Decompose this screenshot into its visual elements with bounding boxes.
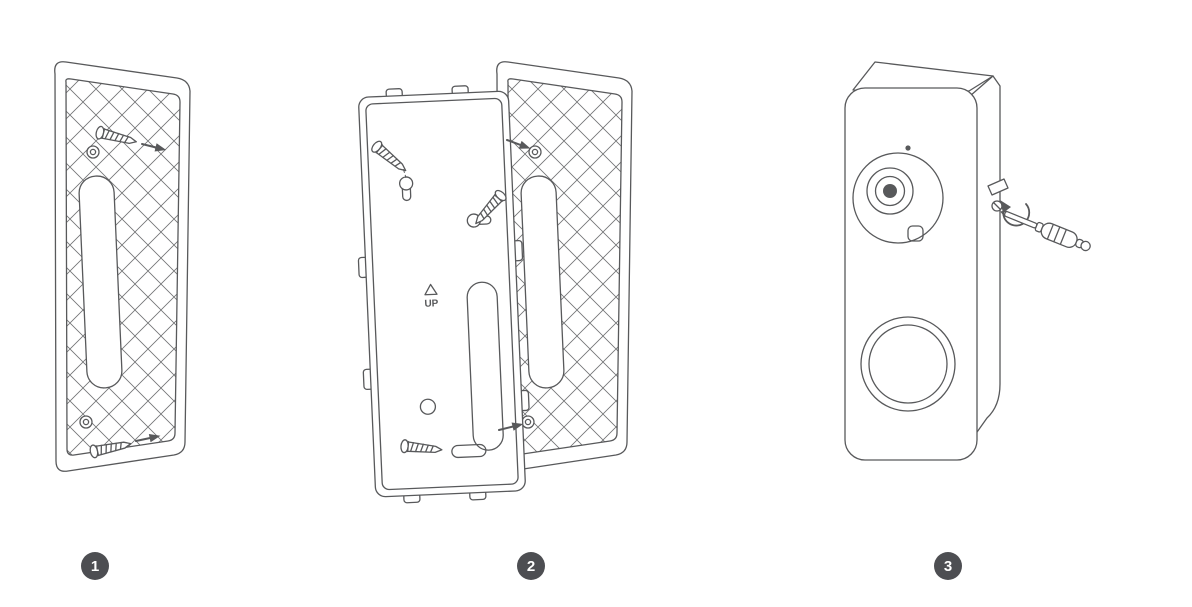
indicator-led (905, 145, 911, 151)
screwdriver-shaft (1003, 211, 1038, 229)
handle-end-cap (1080, 240, 1091, 252)
screwdriver-handle (1040, 222, 1078, 249)
camera-lens-inner (874, 175, 906, 207)
up-label: UP (424, 298, 439, 310)
doorbell-button (860, 316, 956, 412)
step-2-illustration: UP (357, 61, 633, 504)
step-1-number-badge: 1 (81, 552, 109, 580)
mounting-bracket: UP (357, 85, 530, 504)
screw-guide-line (403, 169, 407, 178)
step-3-number-badge: 3 (934, 552, 962, 580)
bracket-inner-border (365, 97, 519, 491)
screwdriver-icon (1000, 210, 1091, 252)
bracket-vertical-slot (466, 281, 504, 451)
keyhole-slot (398, 176, 414, 191)
screwdriver-tip (1000, 210, 1008, 217)
screw-slot (993, 202, 1001, 210)
side-security-screw (987, 178, 1009, 212)
camera-ring (852, 152, 944, 244)
step-1-illustration (54, 61, 191, 472)
bracket-round-hole (419, 398, 437, 415)
device-front-face (844, 87, 978, 461)
camera-lens-pupil (883, 184, 897, 198)
doorbell-device (844, 61, 1001, 461)
rotate-clockwise-arrow-icon (1000, 200, 1031, 227)
wedge-plate (54, 61, 191, 472)
step-3-illustration (844, 61, 1091, 461)
bracket-bottom-slot (451, 443, 487, 459)
handle-grip-lines (1046, 224, 1067, 245)
doorbell-button-inner (868, 324, 948, 404)
bracket-plate (358, 90, 526, 498)
up-arrow-icon (424, 283, 438, 296)
screw-tab (987, 178, 1009, 196)
step-number: 3 (943, 557, 953, 575)
step-number: 2 (526, 557, 536, 575)
camera-lens (866, 167, 914, 215)
motion-sensor (907, 225, 924, 242)
step-2-number-badge: 2 (517, 552, 545, 580)
step-number: 1 (90, 557, 100, 575)
device-top-face (852, 61, 994, 92)
